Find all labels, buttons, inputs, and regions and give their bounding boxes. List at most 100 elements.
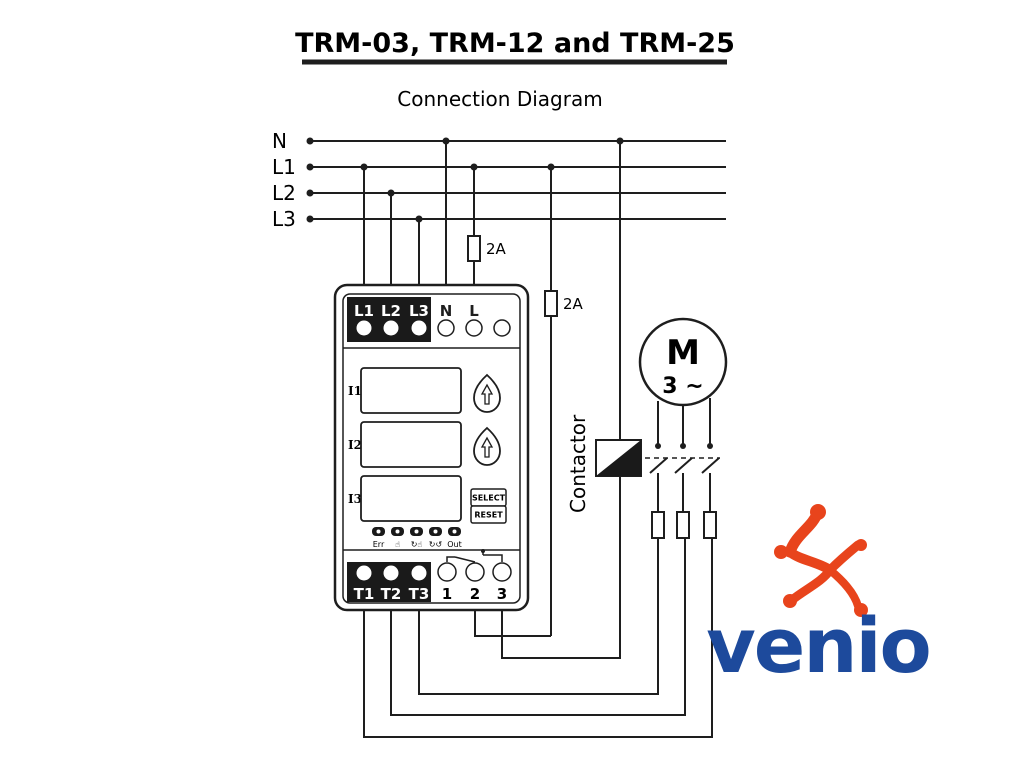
motor-letter: M [666, 333, 700, 373]
terminal-screw-relay-2 [465, 562, 485, 582]
terminal-label-n: N [440, 302, 453, 320]
contactor: Contactor [566, 398, 720, 539]
fuse-contactor [544, 290, 558, 317]
wire-t2-loop [390, 538, 686, 716]
bus-lines [310, 140, 726, 220]
led-label-out: Out [447, 540, 462, 549]
led-dot [414, 529, 419, 534]
display-i1 [360, 367, 462, 414]
terminal-label-l1: L1 [354, 302, 374, 320]
thermistor-wires [363, 538, 713, 738]
adjust-knob-upper[interactable] [473, 373, 501, 413]
bus-label-l1: L1 [272, 155, 296, 179]
motor-fuse-2 [676, 511, 690, 539]
contact-blade-1 [649, 457, 668, 474]
logo-mark-stroke [785, 547, 835, 575]
relay-contact-blade [454, 556, 476, 563]
select-button-label: SELECT [472, 494, 506, 503]
contact-dot [707, 443, 713, 449]
led-dot [395, 529, 400, 534]
device-inner-body [342, 293, 521, 604]
display-label-i2: I2 [348, 438, 362, 452]
terminal-screw-spare [493, 319, 511, 337]
wire-t3-loop [418, 538, 659, 695]
display-label-i1: I1 [348, 384, 362, 398]
venio-logo-mark [784, 506, 863, 610]
led-dot [433, 529, 438, 534]
terminal-screw-relay-3 [492, 562, 512, 582]
terminal-screw-l [465, 319, 483, 337]
venio-logo-wordmark: venio [706, 601, 929, 690]
contact-blade-3 [701, 457, 720, 474]
control-wires [474, 476, 621, 659]
logo-mark-stroke [787, 565, 835, 605]
bus-dot [306, 137, 314, 145]
diagram-title: TRM-03, TRM-12 and TRM-25 [295, 28, 735, 59]
terminal-screw-relay-1 [437, 562, 457, 582]
terminal-label-relay-2: 2 [470, 585, 480, 603]
relay-contact-line [483, 554, 503, 562]
reset-button-frame [470, 505, 507, 524]
contact-dot [680, 443, 686, 449]
fuse-contactor-rating: 2A [563, 295, 584, 313]
bus-label-l2: L2 [272, 181, 296, 205]
motor-fuse-1 [651, 511, 665, 539]
wire-t1-loop [363, 538, 713, 738]
select-button[interactable]: SELECT [470, 488, 507, 507]
terminal-label-relay-3: 3 [497, 585, 507, 603]
logo-mark-node [810, 504, 826, 520]
wire-relay-3-to-coil [501, 476, 621, 659]
bus-dot [306, 215, 314, 223]
motor-fuse-3 [703, 511, 717, 539]
terminal-label-l3: L3 [409, 302, 429, 320]
knob-lower-arrow-icon [480, 436, 494, 458]
motor-symbol: M 3 ~ [638, 317, 728, 407]
led-label-err: Err [373, 540, 385, 549]
adjust-knob-lower[interactable] [473, 426, 501, 466]
terminal-screw-n [437, 319, 455, 337]
terminal-screw-l3 [411, 320, 427, 336]
motor-phase: 3 ~ [662, 374, 703, 399]
venio-logo: venio [706, 504, 932, 690]
logo-mark-node [854, 603, 868, 617]
terminal-screw-t1 [356, 565, 372, 581]
terminal-label-relay-1: 1 [442, 585, 452, 603]
junction-dots [360, 137, 624, 223]
terminal-screw-t2 [383, 565, 399, 581]
diagram-subtitle: Connection Diagram [397, 87, 602, 111]
terminal-label-t1: T1 [354, 585, 375, 603]
logo-mark-node [783, 594, 797, 608]
contactor-coil-fill [596, 440, 641, 476]
relay-device: L1 L2 L3 N L I1 I2 I3 SELECT [333, 283, 530, 612]
relay-contact-line [446, 556, 455, 562]
contact-blade-2 [674, 457, 693, 474]
terminal-label-l: L [469, 302, 479, 320]
reset-button[interactable]: RESET [470, 505, 507, 524]
fuse-device [467, 235, 481, 262]
terminal-label-t2: T2 [381, 585, 402, 603]
terminal-label-t3: T3 [409, 585, 430, 603]
fuse-device-rating: 2A [486, 240, 507, 258]
logo-mark-stroke [826, 566, 862, 610]
terminal-label-l2: L2 [381, 302, 401, 320]
led-label-auto-reset-icon: ↻↺ [429, 540, 443, 549]
relay-contact-dot [481, 549, 485, 553]
terminal-screw-t3 [411, 565, 427, 581]
contact-dot [655, 443, 661, 449]
knob-upper-arrow-icon [480, 383, 494, 405]
bus-label-n: N [272, 129, 287, 153]
reset-button-label: RESET [474, 511, 503, 520]
bus-label-l3: L3 [272, 207, 296, 231]
logo-mark-stroke [825, 540, 863, 575]
status-leds: Err ☝ ↻☝ ↻↺ Out [372, 527, 462, 549]
led-dot [376, 529, 381, 534]
display-i3 [360, 475, 462, 522]
led-dot [452, 529, 457, 534]
logo-mark-node [855, 539, 867, 551]
wire-relay-2-to-supply [474, 610, 551, 637]
bus-dot [306, 163, 314, 171]
terminal-screw-l1 [356, 320, 372, 336]
led-label-auto-hand-icon: ↻☝ [411, 540, 423, 549]
bus-dot [306, 189, 314, 197]
